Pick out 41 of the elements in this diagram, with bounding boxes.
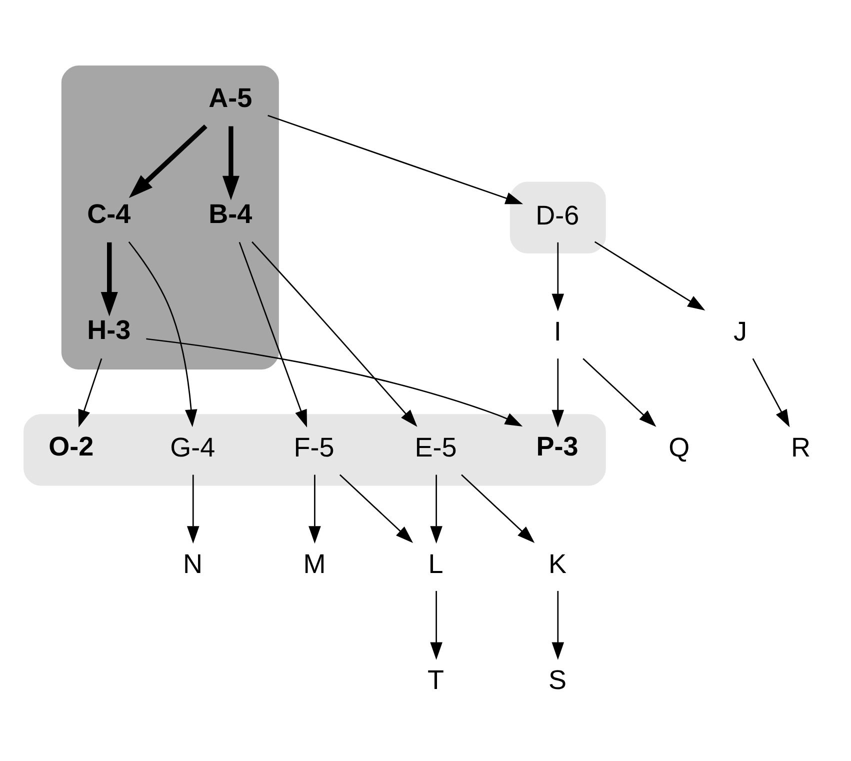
arrow <box>252 240 418 426</box>
node-text: P-3 <box>536 430 578 461</box>
arrow <box>552 358 564 427</box>
arrow <box>128 240 198 427</box>
node-text: E-5 <box>414 432 457 462</box>
arrow <box>238 241 308 427</box>
arrow <box>552 242 564 311</box>
arrow <box>146 338 523 426</box>
arrow <box>186 474 200 544</box>
arrow <box>461 474 535 543</box>
node-text: O-2 <box>48 430 94 461</box>
node-text: I <box>554 316 562 346</box>
node-text: T <box>428 664 444 695</box>
node-text: K <box>548 548 566 578</box>
arrow <box>100 242 118 316</box>
arrow <box>222 126 240 200</box>
arrow <box>308 474 321 544</box>
node-text: D-6 <box>536 200 580 230</box>
arrow <box>582 358 656 426</box>
node-text: G-4 <box>170 432 216 462</box>
cluster <box>61 65 279 370</box>
node-text: M <box>303 548 326 578</box>
node-text: H-3 <box>87 314 131 345</box>
arrow <box>430 590 442 660</box>
arrow <box>339 474 414 543</box>
arrow <box>128 124 208 198</box>
arrow <box>552 590 564 660</box>
arrow <box>752 358 790 427</box>
arrow <box>594 240 706 310</box>
arrow <box>430 474 442 544</box>
node-text: J <box>734 316 748 346</box>
node-text: Q <box>668 432 690 462</box>
node-text: C-4 <box>87 198 131 228</box>
cluster <box>510 181 606 253</box>
node-text: S <box>548 664 566 695</box>
node-text: L <box>428 548 444 578</box>
node-text: R <box>790 432 810 462</box>
node-text: F-5 <box>294 432 334 462</box>
node-text: B-4 <box>208 198 252 228</box>
node-text: N <box>182 548 203 578</box>
node-text: A-5 <box>208 82 252 112</box>
